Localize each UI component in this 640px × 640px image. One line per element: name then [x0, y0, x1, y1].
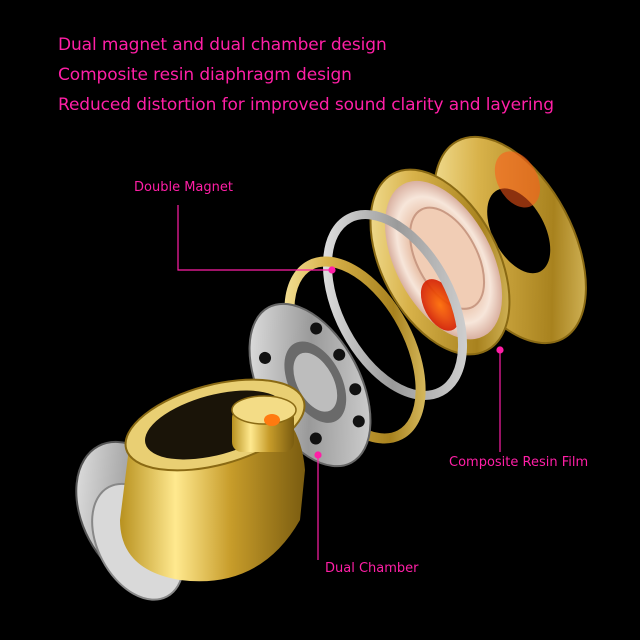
pole-piece: [231, 395, 297, 452]
callout-lines: [177, 205, 504, 560]
callout-dual-chamber: Dual Chamber: [325, 561, 419, 576]
diaphragm: [369, 168, 511, 356]
callout-composite-resin-film: Composite Resin Film: [449, 455, 589, 470]
feature-list: Dual magnet and dual chamber design Comp…: [58, 30, 554, 120]
silver-ring: [322, 210, 468, 400]
callout-double-magnet: Double Magnet: [134, 180, 233, 195]
feature-item: Reduced distortion for improved sound cl…: [58, 95, 554, 115]
feature-item: Composite resin diaphragm design: [58, 65, 352, 85]
gold-housing: [120, 378, 306, 582]
feature-item: Dual magnet and dual chamber design: [58, 35, 387, 55]
